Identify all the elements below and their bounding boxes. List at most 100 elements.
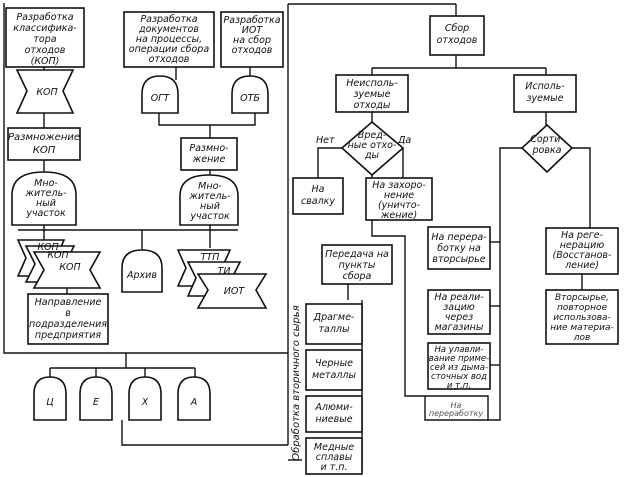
text-line: нение [384, 190, 414, 201]
text-line: (КОП) [31, 56, 60, 67]
text-line: Размно- [189, 143, 229, 154]
text-line: магазины [435, 322, 484, 333]
reproduction-text: Размно-жение [189, 143, 229, 165]
text-line: сплавы [316, 452, 353, 463]
text-line: Вторсырье, [555, 293, 609, 303]
kop-copies-stack: КОП КОП КОП [16, 239, 102, 289]
text-line: зацию [443, 302, 475, 313]
ttp-label: ТТП [201, 252, 220, 263]
text-line: житель- [188, 191, 231, 202]
text-line: сбора [343, 271, 372, 282]
text-line: (Восстанов- [553, 250, 612, 261]
regeneration-box: На реге-нерацию(Восстанов-ление) [545, 227, 619, 275]
text-line: КОП [33, 145, 56, 156]
regeneration-text: На реге-нерацию(Восстанов-ление) [553, 230, 612, 271]
department-e-symbol: Е [79, 376, 113, 421]
text-line: и т.п. [321, 462, 348, 473]
text-line: Исполь- [525, 81, 565, 92]
kop-label: КОП [36, 87, 57, 98]
secondary-raw-material-processing-label: Обработка вторичного сырья [290, 305, 302, 460]
text-line: отходов [232, 45, 273, 56]
reproduction-box: Размно-жение [180, 137, 238, 171]
kop-copy-1-label: КОП [37, 242, 58, 253]
text-line: зуемые [353, 89, 390, 100]
sorting-decision: Сорти-ровка [520, 123, 574, 174]
text-line: использова- [553, 313, 611, 323]
text-line: ние материа- [550, 323, 614, 333]
text-line: ные отхо- [348, 140, 397, 151]
text-line: таллы [318, 324, 349, 335]
otb-label: ОТБ [240, 93, 260, 104]
text-line: отходы [354, 100, 391, 111]
text-line: На улавли- [434, 345, 483, 355]
harmful-waste-text: Вред-ные отхо-ды [348, 130, 397, 161]
otb-department-symbol: ОТБ [231, 75, 269, 114]
burial-text: На захоро-нение(уничто-жение) [372, 180, 426, 221]
text-line: жение [192, 154, 226, 165]
used-waste-text: Исполь-зуемые [525, 81, 565, 104]
archive-symbol: Архив [121, 249, 163, 293]
text-line: Передача на [325, 249, 389, 260]
text-line: ИОТ [242, 25, 264, 36]
text-line: вание приме- [429, 354, 489, 364]
precious-metals-box: Драгме-таллы [305, 303, 363, 345]
text-line: участок [189, 211, 230, 222]
text-line: на процессы, [136, 34, 202, 45]
kop-copy-2-label: КОП [47, 250, 68, 261]
department-e-label: Е [93, 397, 99, 408]
department-a-symbol: А [177, 376, 211, 421]
process-documents-stack: ТТП ТИ ИОТ [176, 249, 268, 309]
text-line: ниевые [315, 414, 352, 425]
text-line: Разработка [223, 15, 280, 26]
text-line: Драгме- [313, 312, 355, 323]
text-line: Размножение [8, 132, 80, 143]
text-line: отходов [149, 54, 190, 65]
text-line: нерацию [560, 240, 605, 251]
text-line: отходов [25, 45, 66, 56]
text-line: Вред- [358, 130, 387, 141]
text-line: сточных вод [431, 372, 487, 382]
capture-impurities-box: На улавли-вание приме-сей из дыма-сточны… [427, 342, 491, 391]
text-line: Сорти- [530, 134, 564, 145]
text-line: повторное [557, 303, 608, 313]
text-line: Неисполь- [346, 78, 398, 89]
text-line: ление) [564, 260, 599, 271]
text-line: Разработка [140, 14, 197, 25]
text-line: на сбор [233, 35, 271, 46]
text-line: участок [25, 208, 66, 219]
text-line: На [312, 184, 325, 195]
text-line: На реали- [434, 292, 484, 303]
text-line: (уничто- [378, 200, 421, 211]
harmful-waste-decision: Вред-ные отхо-ды [340, 120, 405, 177]
yes-label: Да [397, 135, 411, 146]
department-c-label: Ц [46, 397, 54, 408]
text-line: пункты [339, 260, 376, 271]
text-line: Сбор [445, 23, 469, 34]
text-line: переработку [429, 409, 483, 418]
text-line: Мно- [34, 178, 58, 189]
